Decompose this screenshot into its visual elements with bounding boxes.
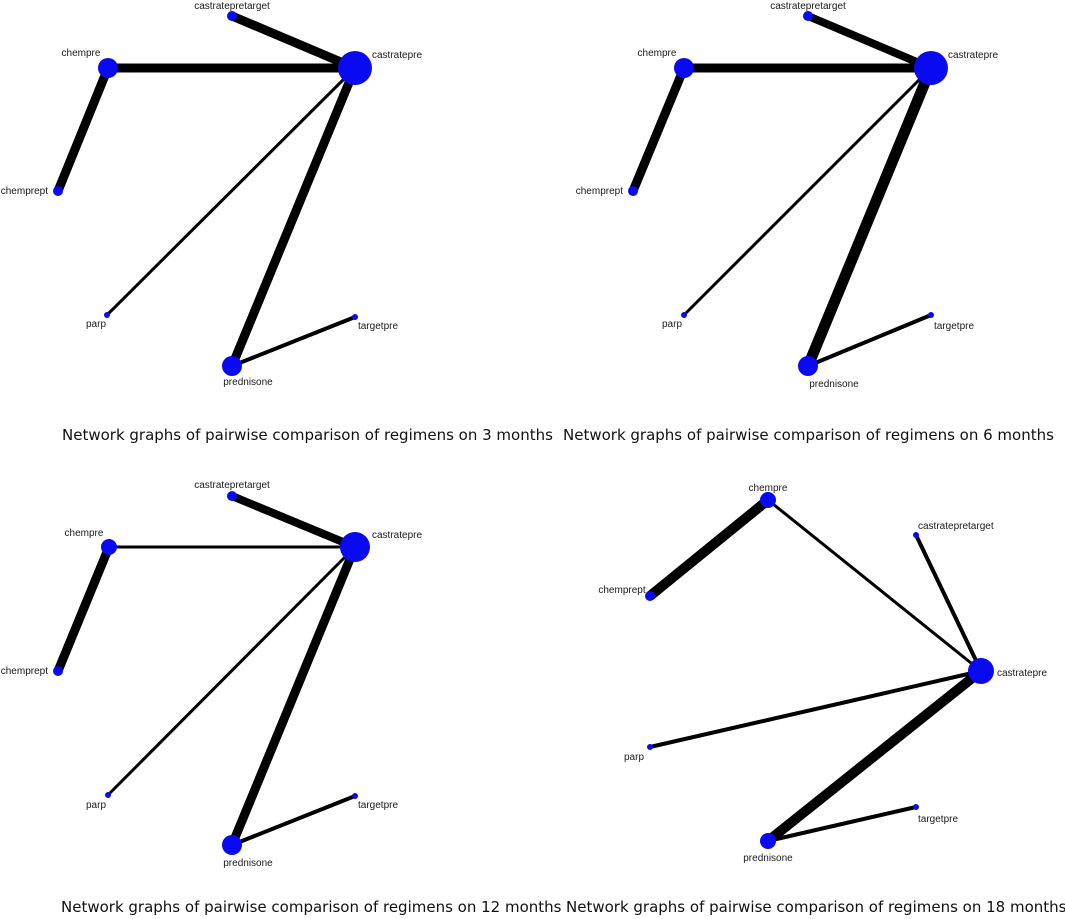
node-prednisone (760, 833, 776, 849)
edge-castratepretarget-castratepre (806, 12, 933, 72)
node-label-targetpre: targetpre (934, 321, 974, 332)
node-label-chempre: chempre (62, 48, 101, 59)
edge-castratepre-prednisone (802, 65, 937, 369)
network-graph-3-months: castratepre castratepretarget chempre chemp… (1, 1, 423, 388)
node-label-castratepretarget: castratepretarget (194, 1, 270, 12)
node-label-prednisone: prednisone (223, 858, 273, 869)
node-label-chemprept: chemprept (1, 666, 48, 677)
caption-6-months: Network graphs of pairwise comparison of… (563, 426, 1054, 444)
caption-12-months: Network graphs of pairwise comparison of… (61, 898, 562, 916)
node-chempre (98, 58, 118, 78)
node-castratepre (914, 51, 948, 85)
node-label-castratepre: castratepre (948, 50, 998, 61)
node-label-parp: parp (624, 752, 644, 763)
edge-castratepre-parp (106, 545, 357, 797)
node-castratepretarget (803, 11, 813, 21)
edge-chempre-chemprept (53, 545, 114, 673)
node-targetpre (352, 314, 358, 320)
node-targetpre (913, 804, 919, 810)
edge-castratepretarget-castratepre (230, 492, 357, 551)
edge-castratepre-prednisone (764, 667, 985, 845)
node-label-castratepretarget: castratepretarget (770, 1, 846, 12)
edge-chempre-chemprept (646, 496, 772, 600)
edge-castratepretarget-castratepre (914, 534, 983, 672)
edge-castratepre-prednisone (227, 66, 360, 368)
caption-18-months: Network graphs of pairwise comparison of… (566, 898, 1065, 916)
node-chempre (674, 58, 694, 78)
edge-prednisone-targetpre (807, 313, 932, 368)
node-label-parp: parp (86, 800, 106, 811)
node-label-chempre: chempre (638, 48, 677, 59)
node-castratepretarget (227, 491, 237, 501)
node-label-targetpre: targetpre (358, 800, 398, 811)
edge-castratepretarget-castratepre (230, 11, 357, 73)
node-prednisone (222, 835, 242, 855)
caption-3-months: Network graphs of pairwise comparison of… (62, 426, 553, 444)
node-chemprept (53, 666, 63, 676)
node-parp (647, 744, 653, 750)
edge-castratepre-parp (649, 669, 982, 749)
node-label-chemprept: chemprept (598, 585, 645, 596)
edge-chempre-castratepre (767, 498, 982, 673)
node-parp (104, 312, 110, 318)
node-parp (105, 792, 111, 798)
node-label-castratepre: castratepre (372, 50, 422, 61)
edge-chempre-chemprept (628, 66, 689, 193)
node-castratepretarget (227, 11, 237, 21)
node-chempre (101, 539, 117, 555)
node-label-prednisone: prednisone (223, 377, 273, 388)
node-label-castratepre: castratepre (372, 530, 422, 541)
node-castratepretarget (913, 532, 919, 538)
node-label-chemprept: chemprept (576, 186, 623, 197)
node-targetpre (352, 793, 358, 799)
node-label-castratepre: castratepre (997, 668, 1047, 679)
node-label-prednisone: prednisone (809, 379, 859, 390)
network-graph-6-months: castratepre castratepretarget chempre chemp… (576, 1, 999, 390)
node-chemprept (53, 186, 63, 196)
node-castratepre (968, 658, 994, 684)
node-label-castratepretarget: castratepretarget (918, 521, 994, 532)
node-label-castratepretarget: castratepretarget (194, 480, 270, 491)
node-targetpre (928, 312, 934, 318)
edge-chempre-chemprept (53, 66, 113, 193)
edge-castratepre-parp (105, 66, 357, 317)
node-label-chempre: chempre (749, 483, 788, 494)
node-label-targetpre: targetpre (358, 321, 398, 332)
node-label-targetpre: targetpre (918, 814, 958, 825)
node-label-chemprept: chemprept (1, 186, 48, 197)
node-castratepre (338, 51, 372, 85)
node-prednisone (222, 356, 242, 376)
node-castratepre (340, 532, 370, 562)
node-parp (681, 312, 687, 318)
node-chemprept (628, 186, 638, 196)
node-prednisone (798, 356, 818, 376)
node-chemprept (645, 591, 655, 601)
edge-prednisone-targetpre (231, 794, 356, 847)
network-graph-12-months: castratepre castratepretarget chempre chemp… (1, 480, 423, 869)
edge-castratepre-prednisone (227, 545, 360, 847)
node-label-parp: parp (86, 319, 106, 330)
edge-prednisone-targetpre (231, 315, 356, 368)
node-chempre (760, 492, 776, 508)
edge-castratepre-parp (682, 66, 933, 317)
edge-prednisone-targetpre (767, 805, 917, 843)
node-label-parp: parp (662, 319, 682, 330)
node-label-prednisone: prednisone (743, 853, 793, 864)
node-label-chempre: chempre (65, 528, 104, 539)
network-graph-18-months: chempre castratepretarget chemprept castrat… (598, 483, 1047, 864)
